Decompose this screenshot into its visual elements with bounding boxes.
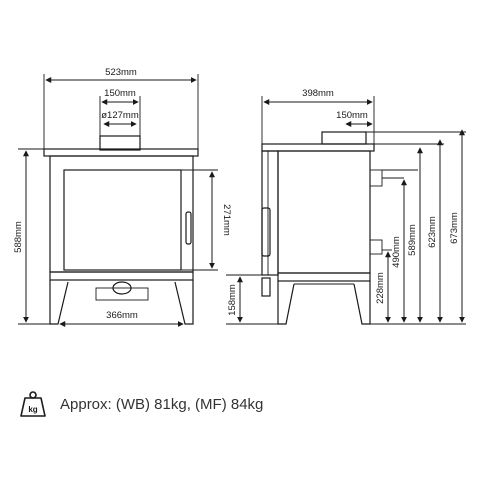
side-height-673-label: 673mm [449,212,460,244]
side-height-589-label: 589mm [407,224,418,256]
side-leg-rear [353,281,371,325]
kg-icon-text: kg [28,405,37,414]
front-flue-diameter-label: ø127mm [101,110,139,121]
front-base-width-label: 366mm [106,310,138,321]
front-flue-width-label: 150mm [104,88,136,99]
weight-info: kg Approx: (WB) 81kg, (MF) 84kg [18,388,263,420]
side-rear-outlet-bottom [369,239,383,255]
side-body [277,150,371,274]
side-height-623-label: 623mm [427,216,438,248]
front-view: 523mm 150mm ø127mm 588mm 271mm 366mm [13,67,232,327]
front-leg-left [49,280,69,325]
front-door-height-label: 271mm [221,204,232,236]
front-door-glass [63,169,182,271]
side-lower-body [277,272,371,282]
front-leg-right [174,280,194,325]
kg-weight-icon: kg [18,389,48,419]
side-view: 398mm 150mm 228mm 490mm 589mm 623mm 673m… [226,88,466,325]
front-height-label: 588mm [13,221,24,253]
front-lower-body [49,271,194,281]
side-leg-front [277,281,295,325]
weight-text: Approx: (WB) 81kg, (MF) 84kg [60,395,264,413]
front-flue-collar [99,135,141,151]
front-door-handle [185,211,192,245]
leg-height-label: 158mm [227,284,238,316]
front-width-label: 523mm [105,67,137,78]
side-air-control [261,277,271,297]
front-air-control [95,287,149,301]
side-flue-offset-label: 150mm [336,110,368,121]
side-height-228-label: 228mm [375,272,386,304]
side-height-490-label: 490mm [391,236,402,268]
side-rear-outlet-top [369,169,383,187]
side-flue-collar [321,131,367,145]
front-air-control-knob [112,281,132,295]
side-top-plate [261,143,375,152]
side-depth-label: 398mm [302,88,334,99]
front-body [49,155,194,273]
side-door-handle [261,207,271,257]
